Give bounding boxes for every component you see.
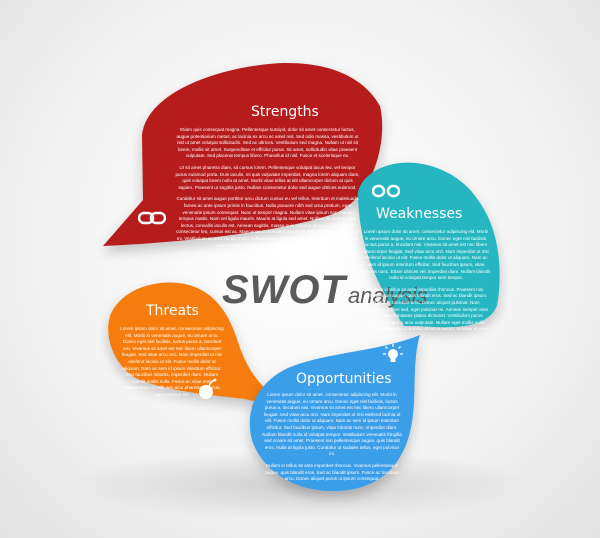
broken-chain-icon	[372, 184, 400, 198]
strengths-paragraph: Etiam quis consequat magna. Pellentesque…	[176, 127, 359, 159]
opportunities-body: Lorem ipsum dolor sit amet, consectetur …	[262, 392, 402, 488]
chain-link-icon	[138, 211, 166, 225]
threats-paragraph: Lorem ipsum dolor sit amet, consectetur …	[120, 326, 224, 397]
weaknesses-paragraph: Nullam in tellus sit ante imperdiet rhon…	[362, 286, 490, 332]
opportunities-paragraph: Lorem ipsum dolor sit amet, consectetur …	[262, 392, 402, 457]
weaknesses-heading: Weaknesses	[376, 206, 463, 222]
opportunities-shape	[249, 335, 420, 492]
title-sub: analysis	[347, 283, 428, 308]
weaknesses-shape	[357, 162, 500, 328]
threats-heading: Threats	[146, 303, 199, 319]
opportunities-paragraph: Nullam in tellus sit ante imperdiet rhon…	[265, 462, 399, 482]
strengths-shape	[103, 62, 383, 246]
light-bulb-icon	[383, 344, 403, 362]
weaknesses-body: Lorem ipsum dolor sit amet, consectetur …	[362, 229, 490, 338]
swot-title: SWOTanalysis	[222, 268, 427, 313]
title-main: SWOT	[222, 268, 346, 312]
weaknesses-paragraph: Lorem ipsum dolor sit amet, consectetur …	[362, 229, 490, 281]
opportunities-heading: Opportunities	[296, 371, 392, 387]
threats-shape	[108, 282, 302, 412]
threats-body: Lorem ipsum dolor sit amet, consectetur …	[120, 326, 224, 404]
strengths-heading: Strengths	[251, 104, 319, 120]
bomb-icon	[199, 378, 217, 399]
strengths-paragraph: Ut sit amet pharetra diam, sit cursus lo…	[175, 164, 360, 190]
strengths-paragraph: Curabitur sit amet augue porttitor arcu …	[176, 196, 359, 248]
strengths-body: Etiam quis consequat magna. Pellentesque…	[175, 127, 360, 254]
